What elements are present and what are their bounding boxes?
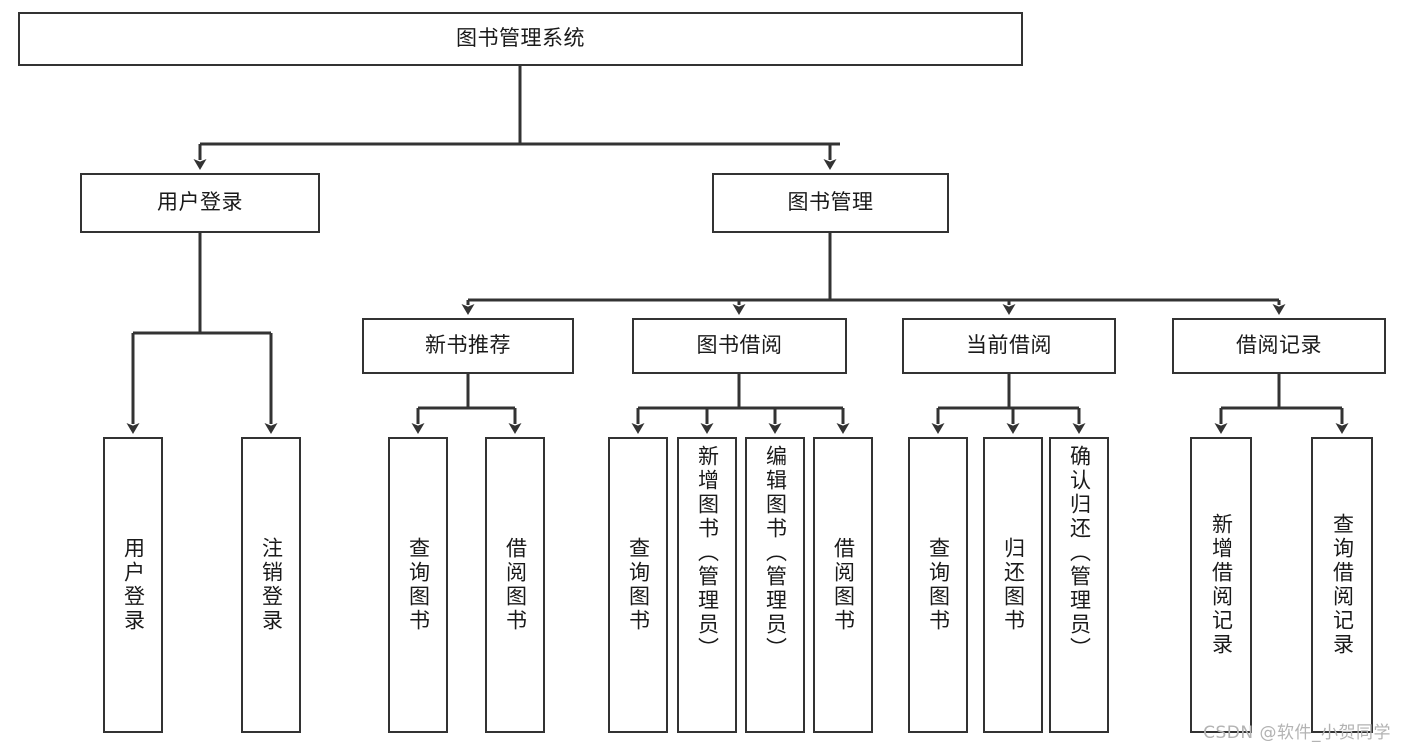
- node-current-borrow[interactable]: 当前借阅: [902, 318, 1116, 374]
- node-leaf-query-book[interactable]: 查询图书: [608, 437, 668, 733]
- node-leaf-label: 新增借阅记录: [1209, 513, 1234, 657]
- connectors-user-login: [126, 233, 278, 434]
- connectors-root: [193, 66, 840, 170]
- connectors-new-books: [411, 374, 522, 434]
- node-leaf-borrow-book-new[interactable]: 借阅图书: [485, 437, 545, 733]
- node-leaf-return-book[interactable]: 归还图书: [983, 437, 1043, 733]
- watermark: CSDN @软件_小贺同学: [1203, 723, 1391, 743]
- node-user-login[interactable]: 用户登录: [80, 173, 320, 233]
- node-leaf-label: 查询图书: [926, 537, 951, 633]
- connectors-borrow: [631, 374, 850, 434]
- node-leaf-borrow-book[interactable]: 借阅图书: [813, 437, 873, 733]
- node-leaf-label: 注销登录: [259, 537, 284, 633]
- node-new-book-recommend[interactable]: 新书推荐: [362, 318, 574, 374]
- node-book-management[interactable]: 图书管理: [712, 173, 949, 233]
- node-leaf-label: 确认归还（管理员）: [1067, 445, 1092, 661]
- node-leaf-label: 新增图书（管理员）: [695, 445, 720, 661]
- node-new-book-recommend-label: 新书推荐: [425, 333, 511, 358]
- node-root-label: 图书管理系统: [456, 26, 585, 51]
- node-leaf-query-book-new[interactable]: 查询图书: [388, 437, 448, 733]
- node-book-management-label: 图书管理: [787, 190, 874, 215]
- node-leaf-label: 查询图书: [406, 537, 431, 633]
- node-leaf-label: 查询图书: [626, 537, 651, 633]
- node-borrow-records-label: 借阅记录: [1236, 333, 1322, 358]
- node-user-login-label: 用户登录: [157, 190, 243, 215]
- node-leaf-label: 编辑图书（管理员）: [763, 445, 788, 661]
- connectors-book-mgmt: [461, 233, 1286, 315]
- node-leaf-logout[interactable]: 注销登录: [241, 437, 301, 733]
- node-root-system[interactable]: 图书管理系统: [18, 12, 1023, 66]
- node-leaf-add-borrow-record[interactable]: 新增借阅记录: [1190, 437, 1252, 733]
- connectors-borrow-records: [1214, 374, 1349, 434]
- node-leaf-label: 借阅图书: [831, 537, 856, 633]
- node-leaf-confirm-return-admin[interactable]: 确认归还（管理员）: [1049, 437, 1109, 733]
- node-leaf-edit-book-admin[interactable]: 编辑图书（管理员）: [745, 437, 805, 733]
- node-leaf-label: 查询借阅记录: [1330, 513, 1355, 657]
- node-leaf-query-borrow-record[interactable]: 查询借阅记录: [1311, 437, 1373, 733]
- node-book-borrow[interactable]: 图书借阅: [632, 318, 847, 374]
- node-leaf-label: 用户登录: [121, 537, 146, 633]
- connectors-current-borrow: [931, 374, 1086, 434]
- node-borrow-records[interactable]: 借阅记录: [1172, 318, 1386, 374]
- node-leaf-label: 借阅图书: [503, 537, 528, 633]
- node-book-borrow-label: 图书借阅: [696, 333, 783, 358]
- node-current-borrow-label: 当前借阅: [966, 333, 1052, 358]
- node-leaf-query-book-current[interactable]: 查询图书: [908, 437, 968, 733]
- node-leaf-add-book-admin[interactable]: 新增图书（管理员）: [677, 437, 737, 733]
- node-leaf-label: 归还图书: [1001, 537, 1026, 633]
- node-leaf-user-login[interactable]: 用户登录: [103, 437, 163, 733]
